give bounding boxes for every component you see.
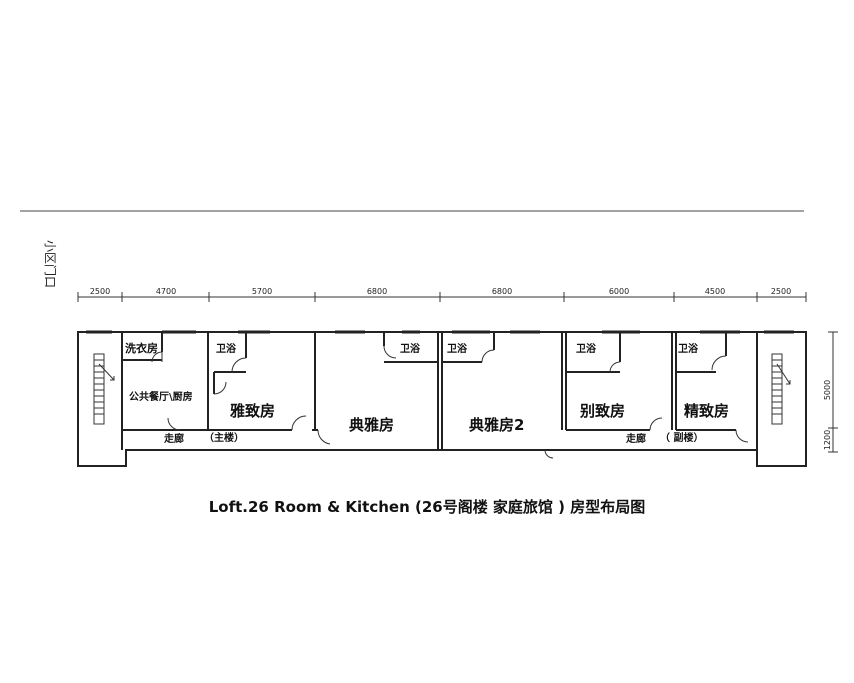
dim-h-4: 6800	[492, 287, 512, 296]
dim-h-1: 4700	[156, 287, 176, 296]
dim-h-0: 2500	[90, 287, 110, 296]
bath-jingzhi: 卫浴	[678, 342, 699, 355]
bath-yazhi: 卫浴	[216, 342, 237, 355]
dim-h-6: 4500	[705, 287, 725, 296]
dim-h-5: 6000	[609, 287, 629, 296]
entrance-label: 小区门口	[43, 240, 58, 288]
room-dianya2: 典雅房2	[469, 416, 524, 434]
main-building-label: （主楼）	[204, 431, 244, 444]
horizontal-dimension-line: 2500 4700 5700 6800 6800 6000 4500 2500	[77, 287, 807, 302]
door-swings	[151, 345, 749, 459]
dim-h-3: 6800	[367, 287, 387, 296]
dim-h-2: 5700	[252, 287, 272, 296]
sub-building-label: （ 副楼）	[660, 431, 703, 444]
room-biezhi: 别致房	[579, 402, 625, 420]
corridor-sub-label: 走廊	[625, 432, 646, 445]
room-dianya: 典雅房	[349, 416, 394, 434]
left-staircase	[93, 353, 115, 425]
dim-h-7: 2500	[771, 287, 791, 296]
dim-v-1: 1200	[823, 430, 832, 450]
room-jingzhi: 精致房	[684, 402, 729, 420]
bath-biezhi: 卫浴	[576, 342, 597, 355]
interior-walls	[121, 332, 758, 450]
room-yazhi: 雅致房	[229, 402, 275, 420]
page-title: Loft.26 Room & Kitchen (26号阁楼 家庭旅馆 ) 房型布…	[208, 498, 646, 516]
vertical-dimension-line: 5000 1200	[823, 331, 838, 453]
room-laundry: 洗衣房	[125, 341, 158, 355]
bath-dianya: 卫浴	[400, 342, 421, 355]
bath-dianya2: 卫浴	[447, 342, 468, 355]
right-staircase	[771, 353, 791, 425]
corridor-main-label: 走廊	[163, 432, 184, 445]
dim-v-0: 5000	[823, 380, 832, 400]
room-kitchen: 公共餐厅\厨房	[129, 390, 193, 403]
